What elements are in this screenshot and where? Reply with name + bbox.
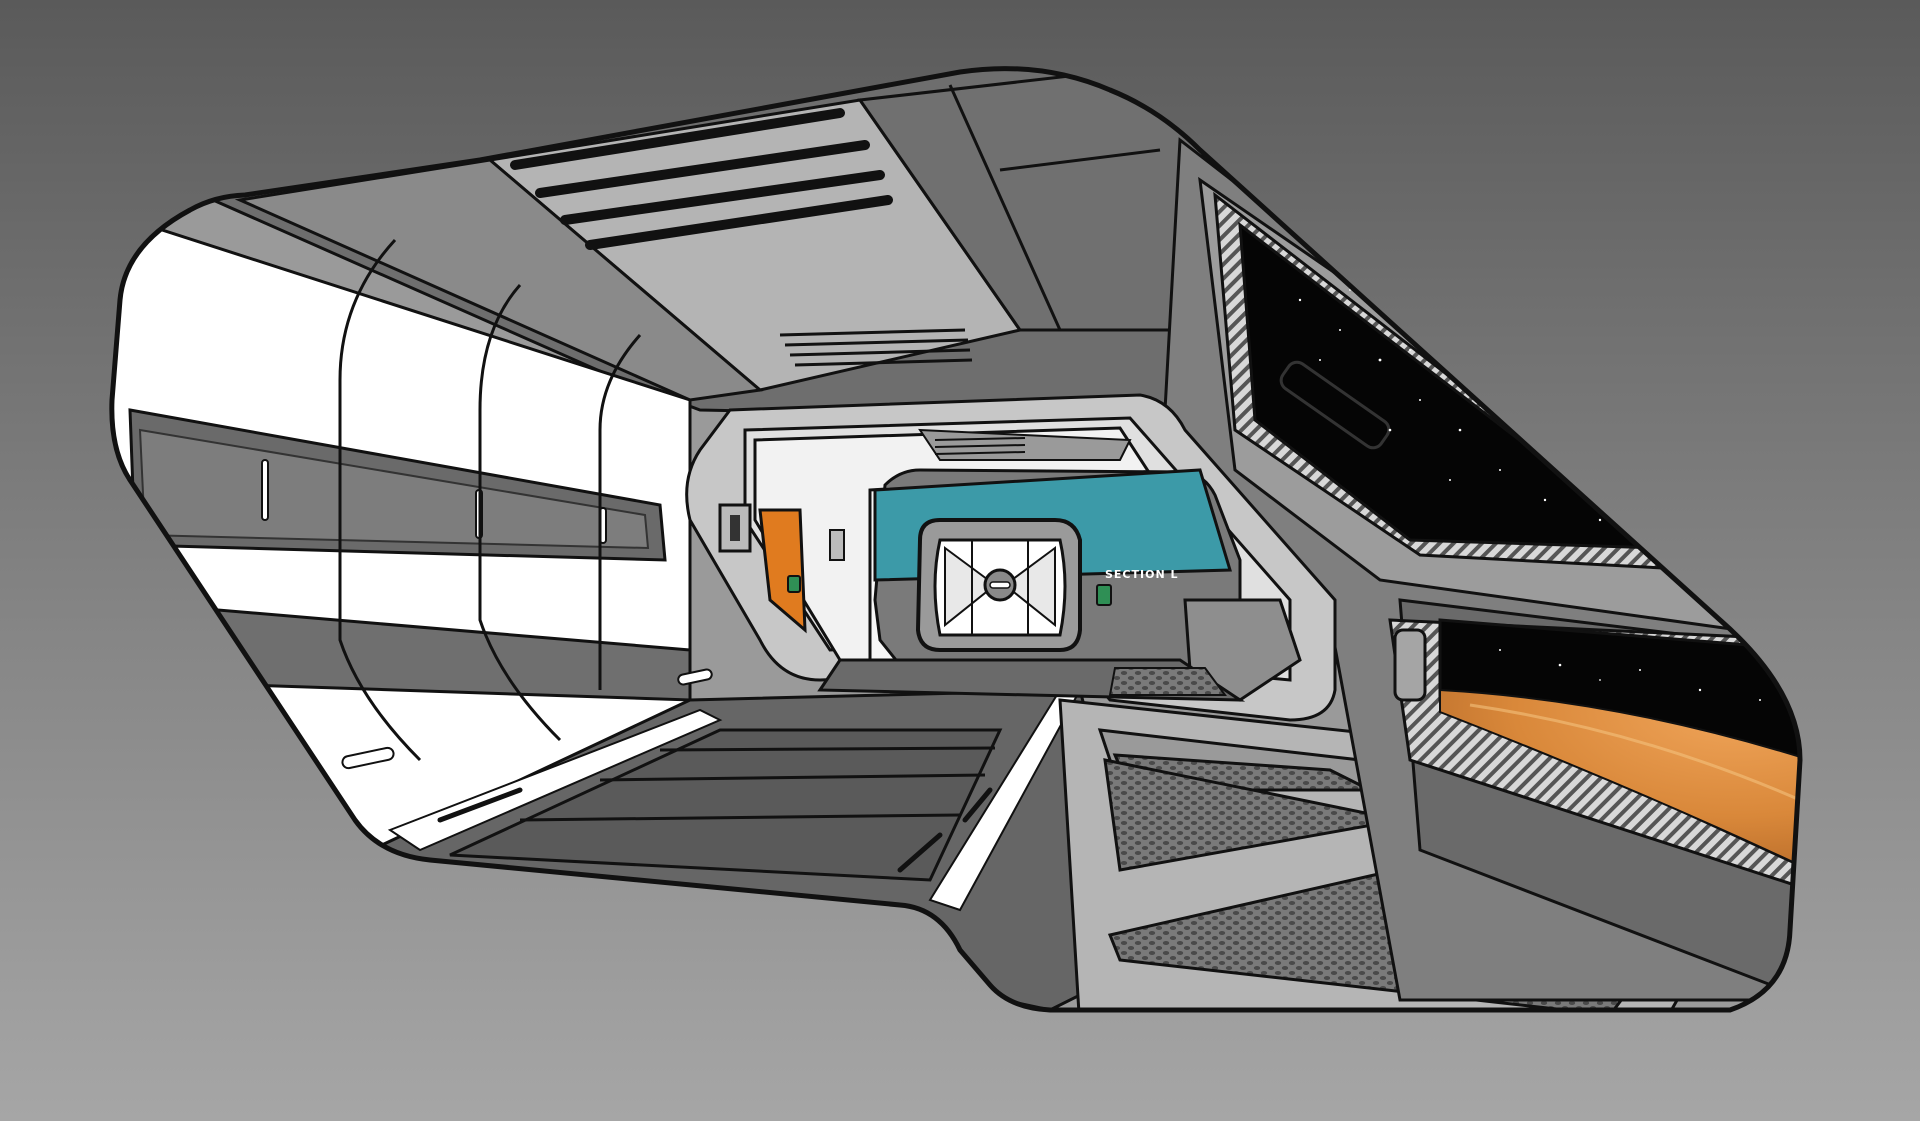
orange-side-door [758, 508, 807, 634]
hull-outline [109, 66, 1803, 1013]
hatch-door-icon [915, 518, 1082, 652]
planet-icon [1439, 688, 1800, 872]
lower-window [1388, 618, 1800, 893]
inner-floor [817, 658, 1246, 702]
ceiling [111, 68, 1212, 422]
section-sign: SECTION L [1105, 568, 1179, 581]
ceiling-vent-icon [510, 108, 973, 367]
status-light-icon [1096, 584, 1112, 606]
